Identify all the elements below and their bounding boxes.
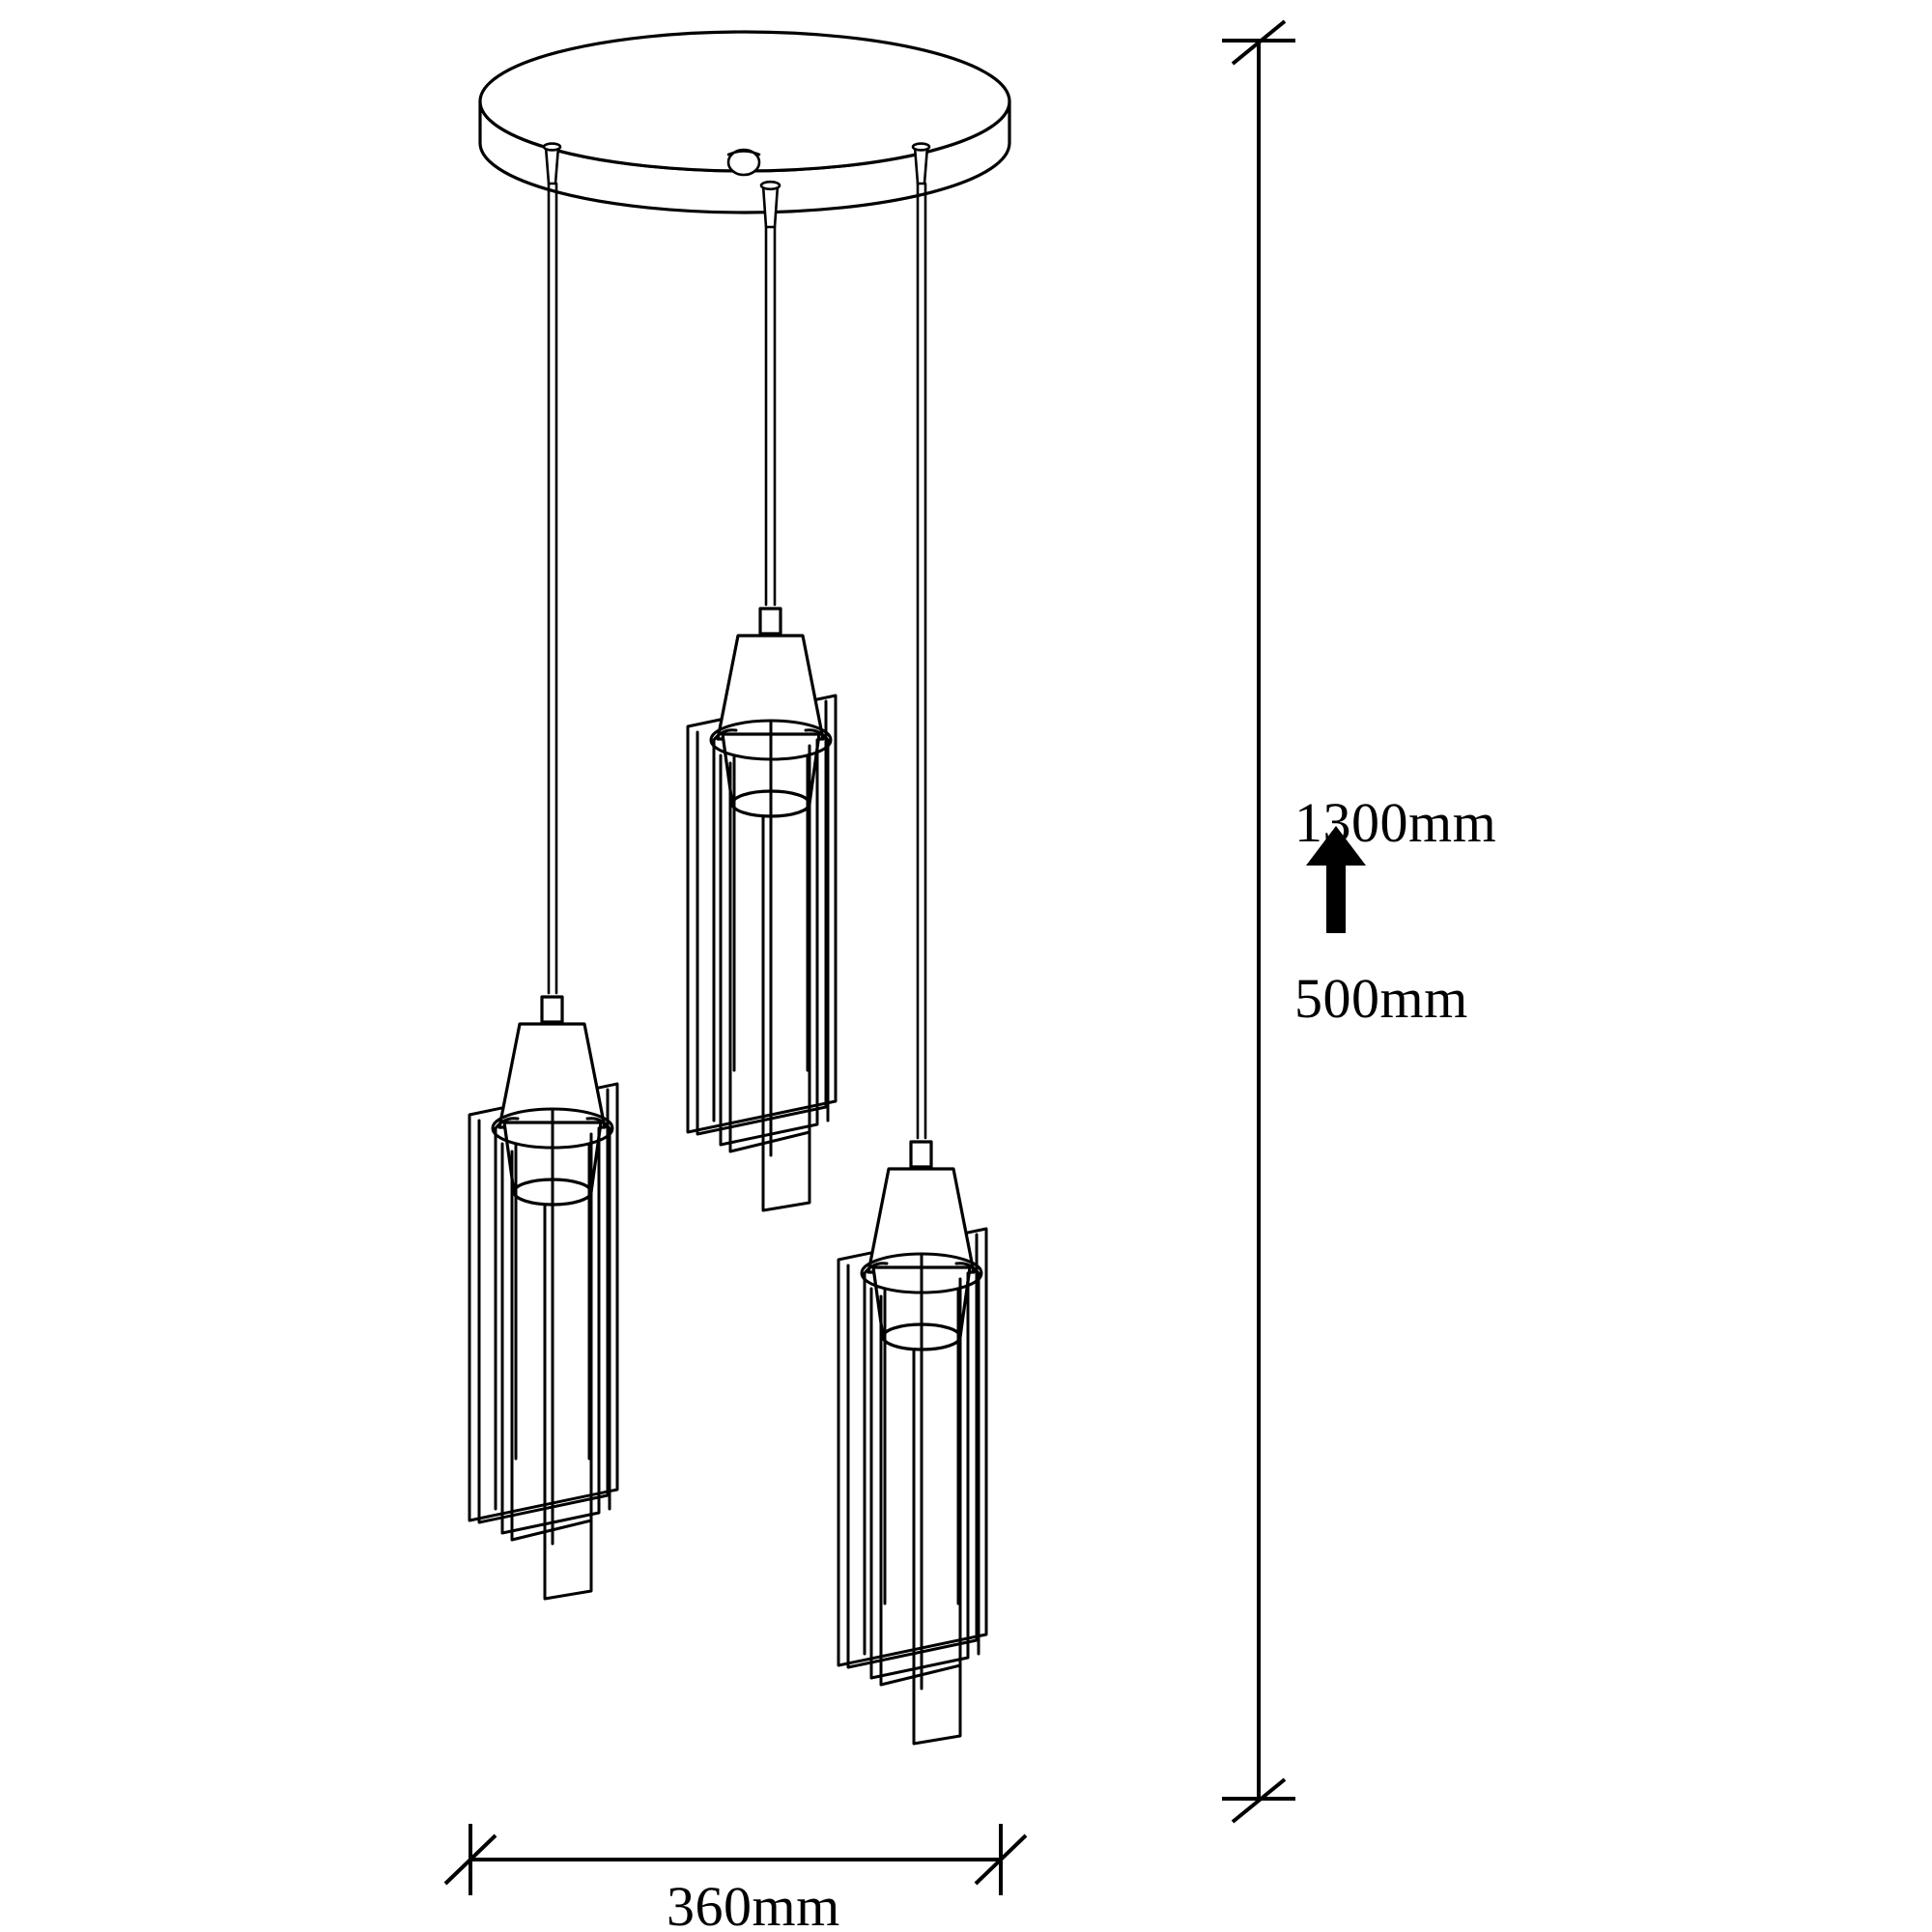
up-arrow-icon — [1306, 826, 1366, 933]
suspension-cables — [547, 182, 927, 1140]
pendant-right-front — [837, 1140, 988, 1746]
pendant-rear-center — [686, 607, 838, 1212]
lamp-socket-right — [867, 1140, 976, 1274]
cage-front-right — [860, 1252, 983, 1690]
dimension-label-total-height: 1300mm — [1294, 791, 1497, 854]
pendant-left — [468, 995, 619, 1601]
cage-front-left — [491, 1107, 614, 1546]
ceiling-canopy — [478, 30, 1011, 214]
cage-front-rear-center — [709, 719, 833, 1157]
vertical-dimension-line — [1222, 19, 1295, 1824]
lamp-socket-rear-center — [716, 607, 825, 741]
dimension-label-drop-height: 500mm — [1294, 967, 1468, 1030]
horizontal-dimension-line — [443, 1824, 1028, 1895]
lamp-socket-left — [497, 995, 607, 1129]
dimension-label-canopy-diameter: 360mm — [667, 1875, 840, 1932]
